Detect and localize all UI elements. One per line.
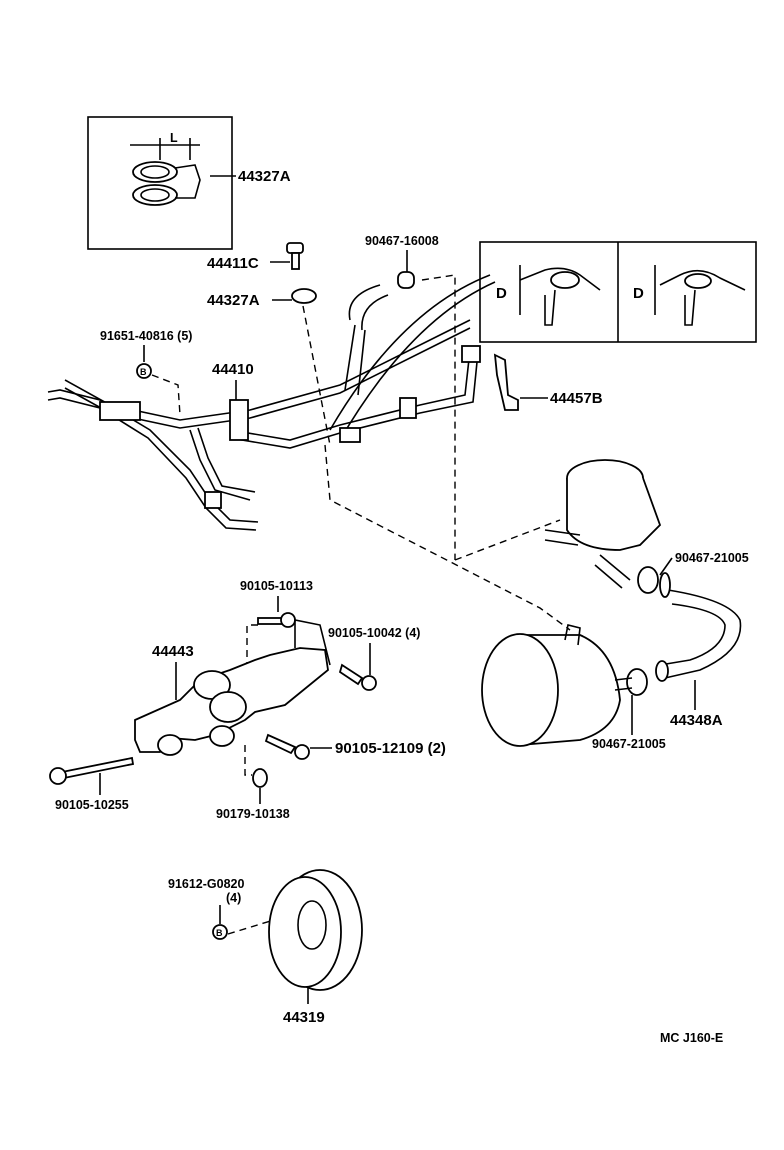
- label-91612-qty: (4): [226, 891, 241, 905]
- label-90467-21005-top: 90467-21005: [675, 551, 749, 565]
- bolt-90105-10042: [338, 663, 377, 691]
- label-90467-16008: 90467-16008: [365, 234, 439, 248]
- nut-90179-10138: [252, 768, 268, 788]
- hose-clamp-bottom: [626, 668, 648, 696]
- hose-clamp-top: [637, 566, 659, 594]
- label-44327A-inset: 44327A: [238, 168, 291, 185]
- reference-code: MC J160-E: [660, 1031, 723, 1045]
- pressure-tube-assembly-44410: [47, 274, 496, 531]
- label-44348A: 44348A: [670, 712, 723, 729]
- bolt-44411C: [270, 242, 304, 270]
- label-90105-12109: 90105-12109 (2): [335, 740, 446, 757]
- bolt-90105-12109: [264, 733, 310, 760]
- dimension-L-label: L: [170, 131, 178, 145]
- label-90467-21005-bottom: 90467-21005: [592, 737, 666, 751]
- bracket-44443: [134, 619, 331, 756]
- detail-D-boxes: D D: [479, 241, 757, 343]
- label-90105-10255: 90105-10255: [55, 798, 129, 812]
- power-steering-pump: [481, 624, 633, 747]
- label-44443: 44443: [152, 643, 194, 660]
- bolt-90105-10255: [49, 756, 135, 785]
- label-90179-10138: 90179-10138: [216, 807, 290, 821]
- inset-clamp-detail: L: [87, 116, 236, 250]
- label-44410: 44410: [212, 361, 254, 378]
- reservoir-tank: [544, 459, 662, 589]
- hose-44348A: [659, 589, 742, 679]
- label-44327A: 44327A: [207, 292, 260, 309]
- label-90105-10113: 90105-10113: [240, 579, 313, 593]
- label-44411C: 44411C: [207, 255, 259, 272]
- bracket-44457B: [493, 353, 519, 411]
- label-91651-40816: 91651-40816 (5): [100, 329, 192, 343]
- detail-D-left: D: [496, 285, 507, 302]
- label-91612-G0820: 91612-G0820: [168, 877, 245, 891]
- label-44319: 44319: [283, 1009, 325, 1026]
- clamp-44327A: [272, 288, 331, 446]
- label-90105-10042: 90105-10042 (4): [328, 626, 420, 640]
- detail-D-right: D: [633, 285, 644, 302]
- pulley-44319: [268, 869, 363, 991]
- hose-clip: [397, 271, 415, 289]
- bolt-90105-10113: [257, 612, 296, 628]
- callout-B-1: B: [140, 367, 147, 377]
- callout-B-2: B: [216, 928, 223, 938]
- label-44457B: 44457B: [550, 390, 603, 407]
